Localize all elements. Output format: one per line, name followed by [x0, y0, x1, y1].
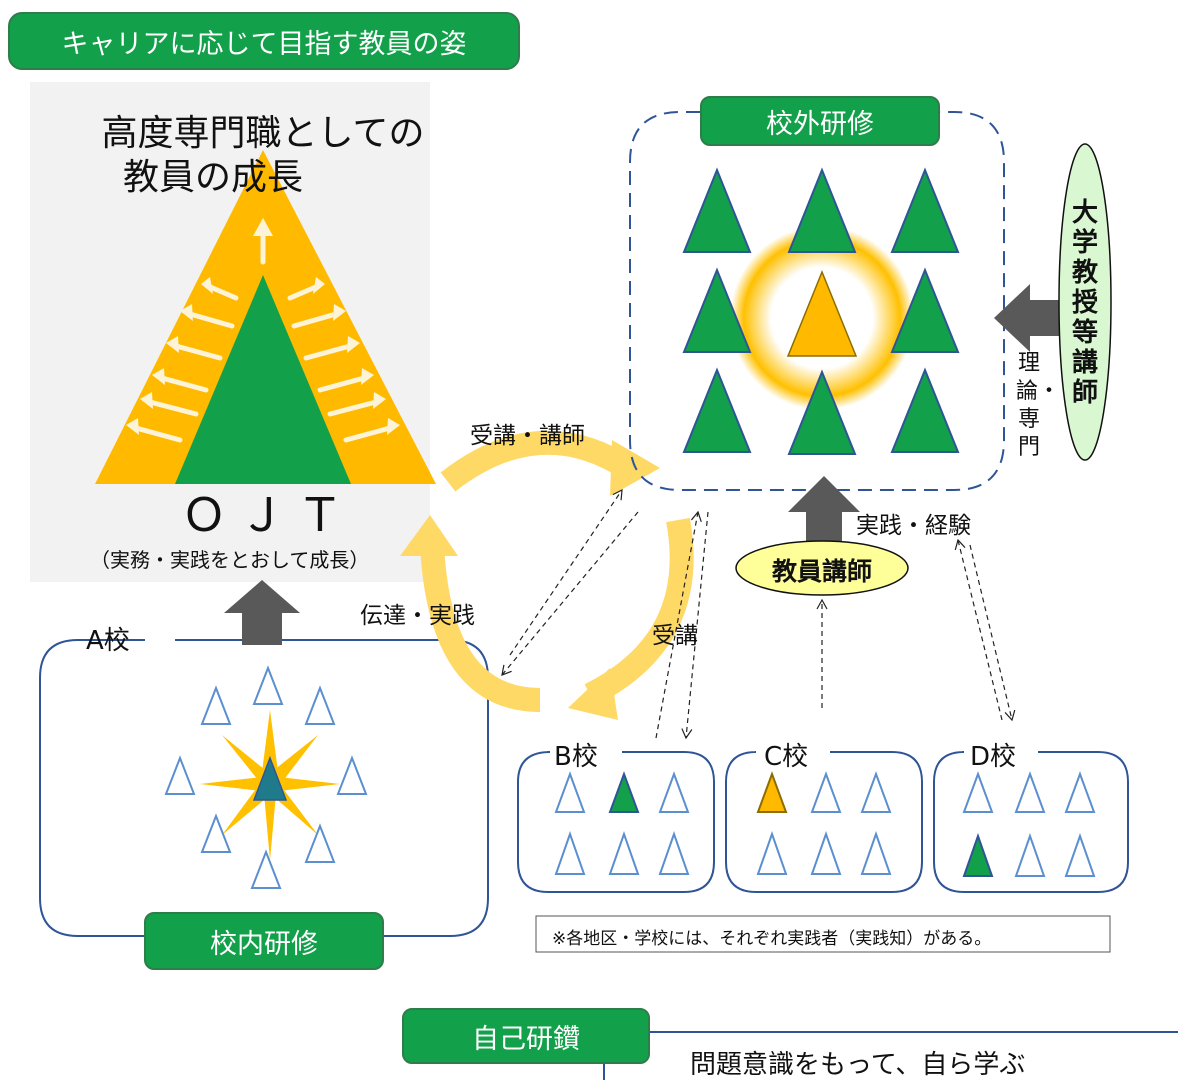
school-b-frame [517, 751, 715, 893]
school-b-name: B校 [554, 742, 598, 772]
note-box [535, 915, 1111, 953]
school-d-name: D校 [970, 742, 1017, 772]
growth-title: 高度専門職としての 教員の成長 [30, 112, 496, 200]
external-participants [682, 167, 960, 455]
external-title: 校外研修 [766, 108, 874, 140]
univ-arrow [994, 284, 1060, 352]
teacher-lecturer-shape [735, 540, 909, 596]
teacher-lecturer-label: 教員講師 [771, 557, 872, 586]
cycle-arrows [420, 430, 694, 712]
ojt-sub-label: （実務・実践をとおして成長） [90, 548, 370, 572]
schools-note: ※各地区・学校には、それぞれ実践者（実践知）がある。 [552, 929, 992, 949]
growth-title-line1: 高度専門職としての [101, 113, 425, 154]
school-a-training-pill: 校内研修 [144, 912, 384, 970]
school-c-frame [725, 751, 923, 893]
school-a-name: A校 [86, 626, 130, 656]
self-study-pill: 自己研鑽 [402, 1008, 650, 1064]
school-a-star [200, 710, 340, 860]
external-center-triangle [786, 270, 858, 357]
school-b-members [554, 771, 690, 875]
teacher-arrow [788, 476, 860, 548]
right-arrows [287, 277, 400, 443]
ojt-label: ＯＪＴ [181, 488, 355, 542]
growth-title-line2: 教員の成長 [122, 157, 303, 198]
external-title-pill: 校外研修 [700, 96, 940, 146]
school-d-frame [933, 751, 1129, 893]
school-c-members [756, 771, 892, 875]
header-title-pill: キャリアに応じて目指す教員の姿 [8, 12, 520, 70]
growth-arrows [126, 218, 400, 443]
univ-lecturer-shape [1058, 143, 1112, 461]
flow-top-label: 受講・講師 [470, 423, 585, 449]
exchange-arrows [501, 488, 1016, 740]
growth-inner-triangle [175, 275, 351, 484]
a-to-ojt-arrow [224, 580, 300, 645]
self-study-title: 自己研鑽 [472, 1023, 580, 1055]
left-arrows [126, 277, 239, 443]
univ-lecturer-label: 大学教授等講師 [1071, 198, 1098, 408]
theory-label: 理論・専門 [1016, 351, 1061, 460]
flow-right-label: 受講 [652, 623, 698, 649]
flow-left-label: 伝達・実践 [360, 603, 475, 629]
school-c-name: C校 [764, 742, 809, 772]
school-a-training: 校内研修 [210, 928, 318, 960]
self-study-desc: 問題意識をもって、自ら学ぶ [690, 1050, 1026, 1080]
practice-label: 実践・経験 [856, 513, 971, 539]
header-title: キャリアに応じて目指す教員の姿 [61, 28, 467, 60]
school-a-members [164, 665, 368, 889]
school-d-members [962, 771, 1096, 877]
